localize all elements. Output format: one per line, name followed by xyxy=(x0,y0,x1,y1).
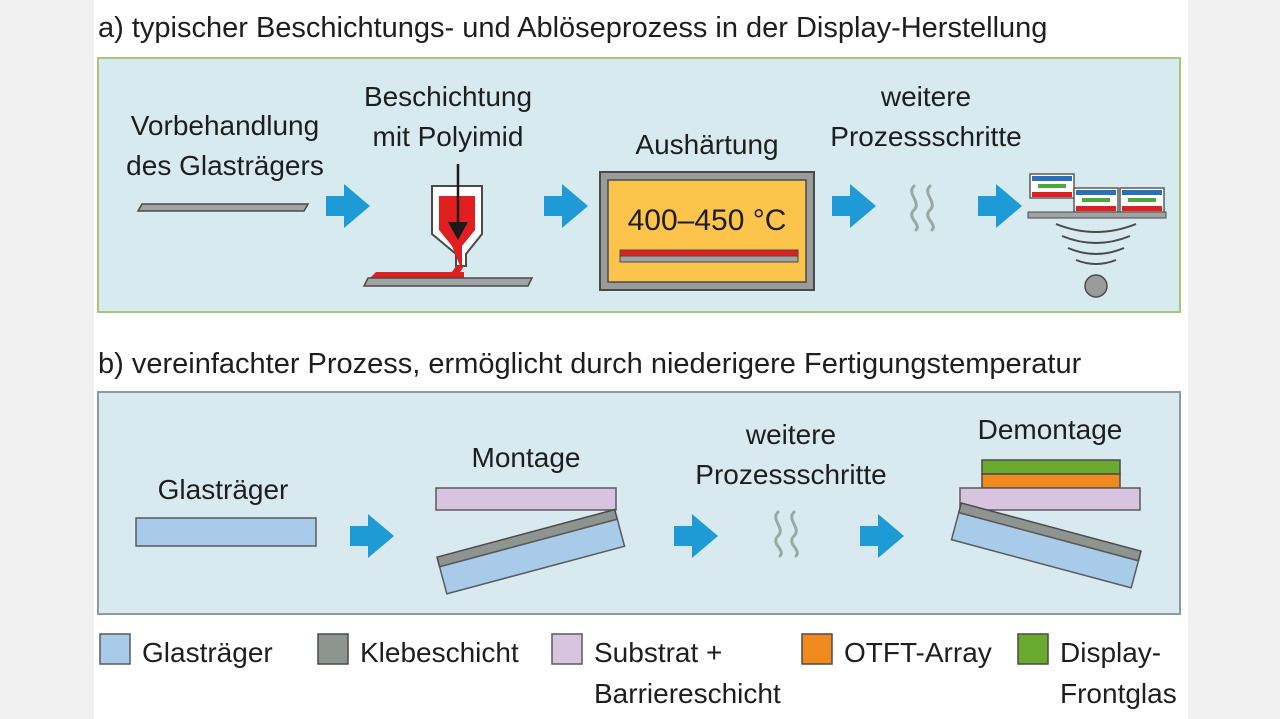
legend-swatch-substrate xyxy=(551,633,583,665)
legend-swatch-adhesive xyxy=(317,633,349,665)
panel-b-title: b) vereinfachter Prozess, ermöglicht dur… xyxy=(98,348,1082,380)
a-step3-label: Aushärtung xyxy=(635,129,778,160)
legend-label-substrate-line1: Substrat + xyxy=(594,637,722,668)
a-step1-label-line1: Vorbehandlung xyxy=(131,110,319,141)
a-arrow-1 xyxy=(326,184,370,228)
b-otft-array xyxy=(981,473,1121,489)
legend-swatch-display xyxy=(1017,633,1049,665)
a-polyimide-layer xyxy=(370,272,464,278)
b-arrow-2 xyxy=(674,514,718,558)
a-temperature-label: 400–450 °C xyxy=(628,204,787,237)
a-step4-label-line1: weitere xyxy=(880,81,971,112)
a-arrow-3 xyxy=(832,184,876,228)
oven-interior xyxy=(607,179,807,283)
b-substrate xyxy=(435,487,617,511)
oven-polyimide-layer xyxy=(619,249,799,257)
a-arrow-2 xyxy=(544,184,588,228)
b-display-frontglass xyxy=(981,459,1121,475)
b-squiggle-icon xyxy=(774,510,799,558)
oven-glass-layer xyxy=(619,255,799,263)
a-arrow-4 xyxy=(978,184,1022,228)
legend-swatch-glass xyxy=(99,633,131,665)
b-substrate-top xyxy=(959,487,1141,511)
b-arrow-1 xyxy=(350,514,394,558)
b-step1-label: Glasträger xyxy=(158,474,289,505)
a-squiggle-icon xyxy=(910,184,935,232)
b-tilted-carrier xyxy=(436,508,626,595)
a-step2-label-line2: mit Polyimid xyxy=(373,121,524,152)
legend-label-adhesive: Klebeschicht xyxy=(360,637,519,668)
b-step4-label: Demontage xyxy=(978,414,1123,445)
process-diagram: a) typischer Beschichtungs- und Ablösepr… xyxy=(97,12,1181,709)
legend-label-glass: Glasträger xyxy=(142,637,273,668)
b-step3-label-line1: weitere xyxy=(745,419,836,450)
b-step3-label-line2: Prozessschritte xyxy=(695,459,886,490)
legend-label-display-line2: Frontglas xyxy=(1060,678,1177,709)
legend-label-otft: OTFT-Array xyxy=(844,637,992,668)
legend-label-display-line1: Display- xyxy=(1060,637,1161,668)
b-arrow-3 xyxy=(860,514,904,558)
a-glass-carrier xyxy=(136,203,310,212)
a-polyimide-film xyxy=(368,266,464,272)
panel-a-title: a) typischer Beschichtungs- und Ablösepr… xyxy=(98,12,1047,44)
a-step2-label-line1: Beschichtung xyxy=(364,81,532,112)
b-step2-label: Montage xyxy=(472,442,581,473)
figure: a) typischer Beschichtungs- und Ablösepr… xyxy=(94,0,1188,719)
legend-swatch-otft xyxy=(801,633,833,665)
coating-nozzle-icon xyxy=(431,164,483,267)
b-detached-carrier xyxy=(950,502,1142,589)
b-glass-carrier xyxy=(135,517,317,547)
a-step1-label-line2: des Glasträgers xyxy=(126,150,324,181)
laser-liftoff-icon xyxy=(1027,173,1167,298)
legend: Glasträger Klebeschicht Substrat + Barri… xyxy=(99,633,1177,709)
a-coated-glass xyxy=(362,277,534,287)
legend-label-substrate-line2: Barriereschicht xyxy=(594,678,781,709)
a-step4-label-line2: Prozessschritte xyxy=(830,121,1021,152)
